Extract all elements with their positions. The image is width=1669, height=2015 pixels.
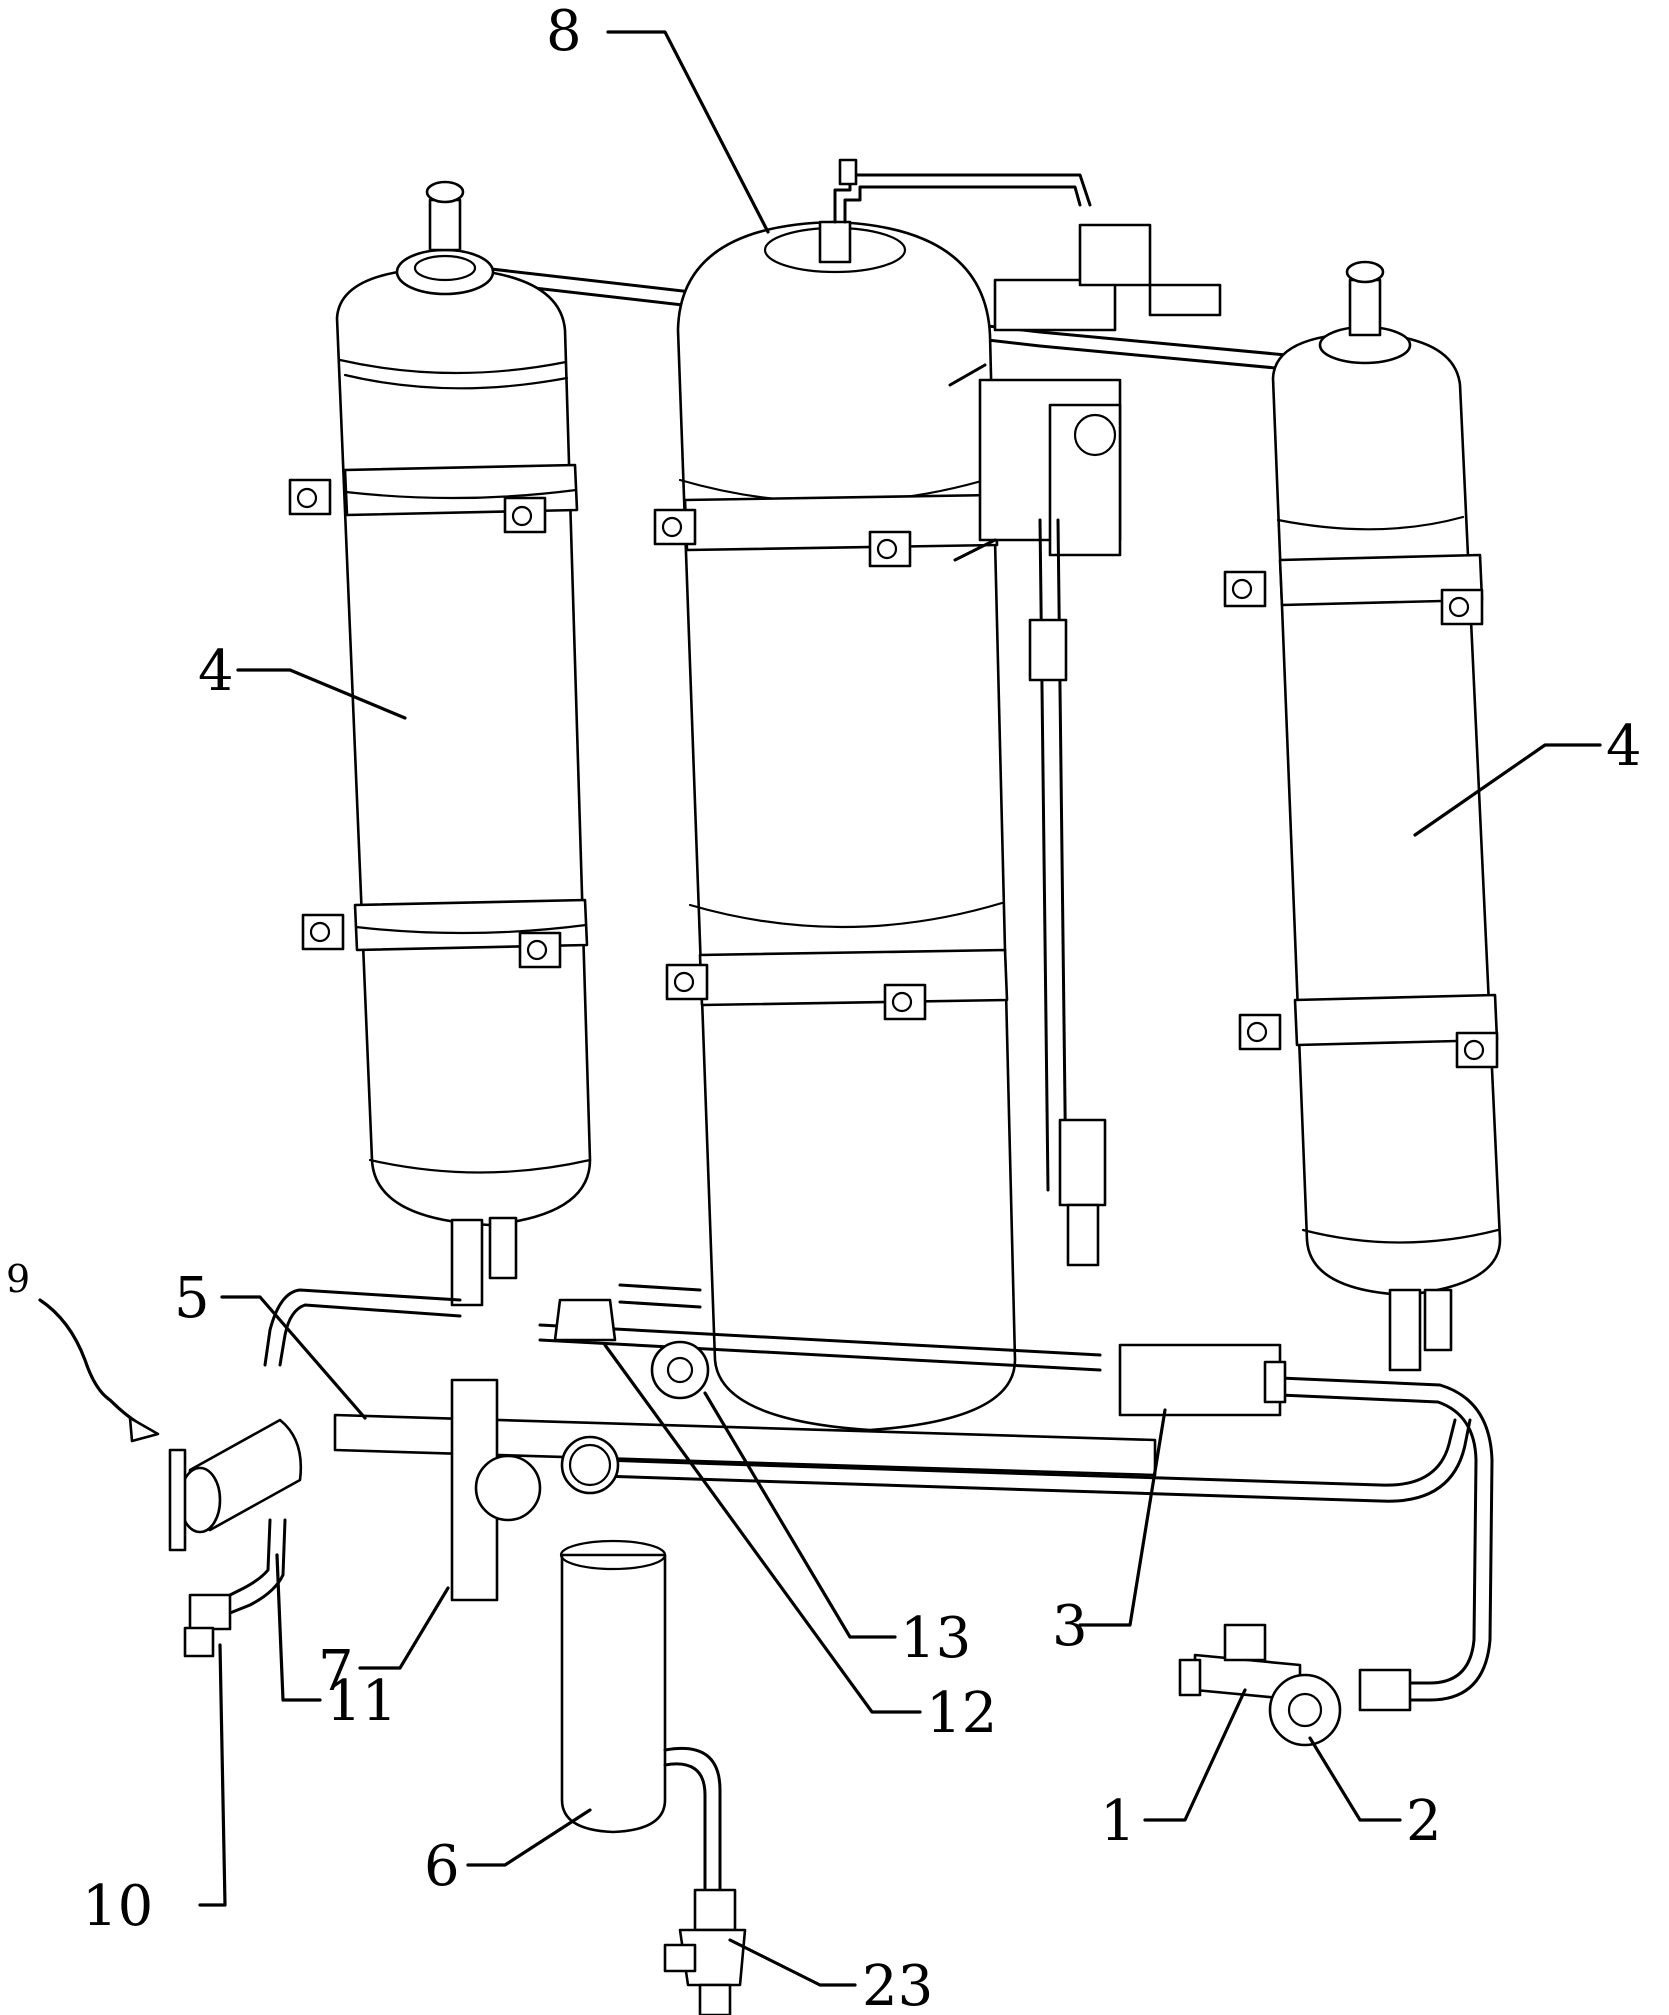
leader-7 [358,1586,450,1670]
leader-6 [466,1808,592,1867]
leader-4-left [236,668,407,720]
label-4-left: 4 [198,639,234,704]
leader-5 [220,1295,367,1420]
reference-numerals: 8 4 4 5 9 7 6 10 11 12 13 3 1 2 23 [6,0,1642,2015]
leader-9 [38,1298,152,1432]
leader-23 [728,1938,857,1987]
leader-3 [1078,1408,1167,1627]
label-3: 3 [1052,1594,1088,1659]
label-10: 10 [82,1874,153,1939]
label-1: 1 [1100,1789,1136,1854]
label-6: 6 [424,1834,460,1899]
label-8: 8 [546,0,582,64]
control-valve-assembly [948,223,1222,1267]
middle-buffer-tank [653,158,1092,1432]
label-23: 23 [862,1954,933,2015]
leader-11 [275,1553,322,1702]
label-2: 2 [1406,1789,1442,1854]
leader-13 [703,1391,897,1639]
label-7: 7 [318,1639,354,1704]
right-adsorption-tank [1223,260,1502,1372]
leader-lines [38,30,1602,1987]
leader-1 [1143,1688,1247,1822]
leader-8 [606,30,770,234]
label-12: 12 [926,1681,997,1746]
label-13: 13 [900,1606,971,1671]
leader-2 [1308,1736,1402,1822]
left-adsorption-tank [288,180,592,1307]
label-4-right: 4 [1606,714,1642,779]
label-11: 11 [326,1669,397,1734]
label-9: 9 [6,1257,30,1301]
leader-10 [198,1643,227,1907]
leader-4-right [1413,743,1602,837]
label-5: 5 [174,1266,210,1331]
top-connecting-pipe [428,260,1342,376]
leader-9-arrowhead [128,1416,160,1443]
leader-12 [603,1343,922,1714]
bottom-manifold [168,1283,1494,2015]
